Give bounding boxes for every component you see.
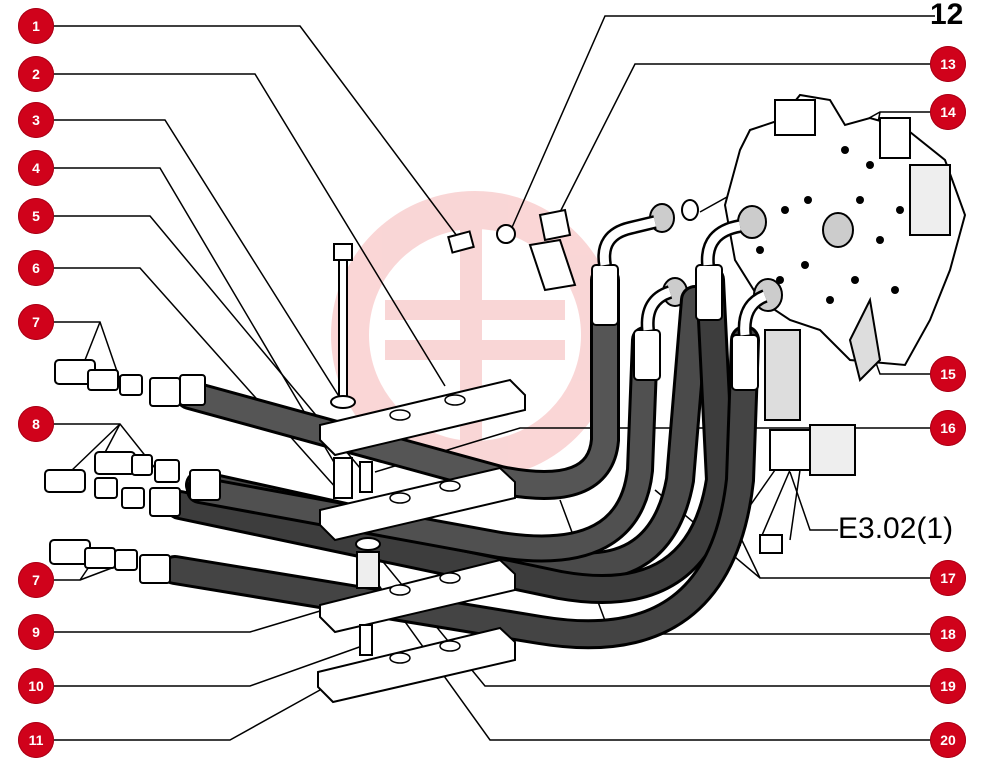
callout-10: 10 [18, 668, 54, 704]
pipe-clamp-halves [528, 208, 577, 292]
callout-5: 5 [18, 198, 54, 234]
callout-9: 9 [18, 614, 54, 650]
callout-11: 11 [18, 722, 54, 758]
callout-7-upper: 7 [18, 304, 54, 340]
callout-8: 8 [18, 406, 54, 442]
callout-4: 4 [18, 150, 54, 186]
leader-10 [52, 644, 366, 687]
callout-3: 3 [18, 102, 54, 138]
spacer-sleeve [333, 457, 381, 589]
leader-2 [52, 73, 446, 387]
leader-lines [52, 15, 935, 741]
clamp-holes [389, 394, 466, 664]
adapters [44, 359, 180, 571]
leader-5 [52, 215, 361, 469]
callout-16: 16 [930, 410, 966, 446]
callout-13: 13 [930, 46, 966, 82]
leader-20 [374, 579, 935, 741]
callout-2: 2 [18, 56, 54, 92]
control-valve-block [723, 93, 967, 421]
hose-clamp-plates [317, 378, 526, 704]
leader-1 [52, 25, 461, 241]
leader-13 [554, 63, 935, 223]
callout-6: 6 [18, 250, 54, 286]
callout-15: 15 [930, 356, 966, 392]
leader-11 [52, 689, 321, 741]
leader-e3 [789, 471, 838, 531]
callout-18: 18 [930, 616, 966, 652]
leader-3 [52, 119, 341, 399]
leader-4 [52, 167, 336, 465]
leader-12 [509, 15, 935, 233]
leader-9 [52, 607, 331, 633]
part-12-label: 12 [930, 0, 964, 31]
small-screws [359, 224, 516, 656]
callout-7-lower: 7 [18, 562, 54, 598]
hose-fittings [139, 215, 768, 584]
callout-17: 17 [930, 560, 966, 596]
o-ring-seals [681, 199, 699, 221]
long-bolt [330, 243, 356, 409]
callout-1: 1 [18, 8, 54, 44]
callout-14: 14 [930, 94, 966, 130]
callout-19: 19 [930, 668, 966, 704]
cross-reference-label: E3.02(1) [838, 512, 954, 545]
callout-20: 20 [930, 722, 966, 758]
